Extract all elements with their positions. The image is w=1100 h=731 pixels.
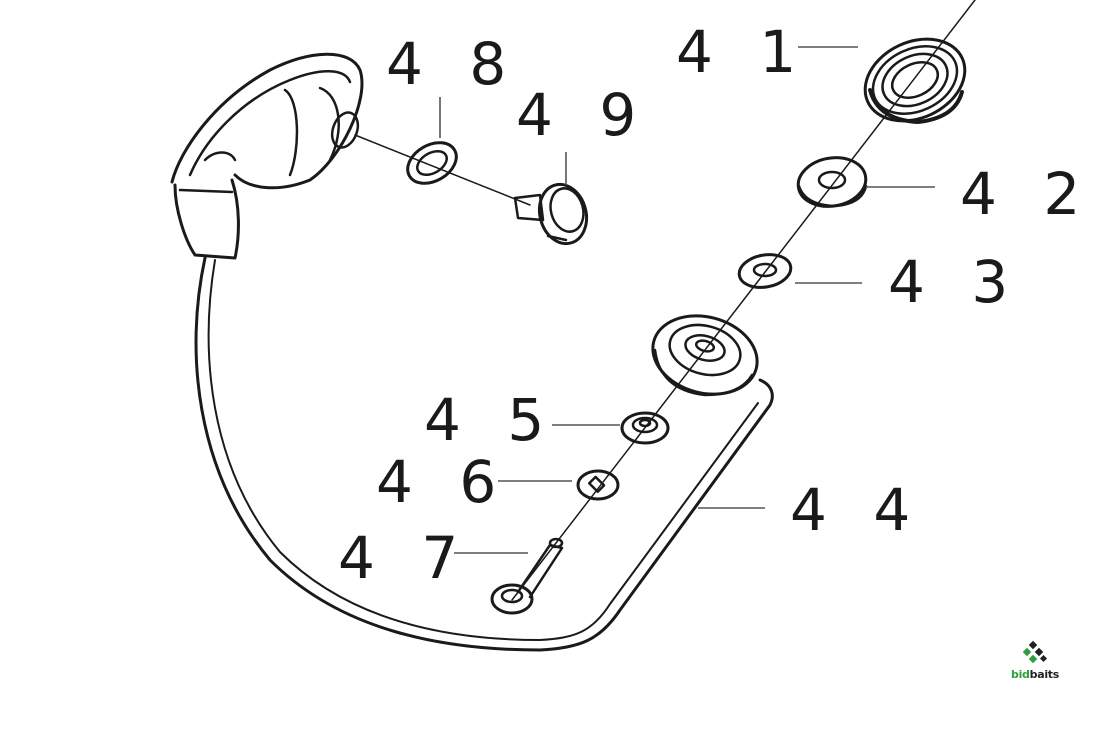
part-44-bail-wire [194,256,774,652]
bidbaits-logo: bidbaits [1010,640,1060,685]
part-45-nut [620,411,670,445]
part-46-washer [576,469,620,501]
part-47-pin [490,537,564,615]
part-42-washer [796,156,868,208]
part-label-48: 4 8 [386,30,520,98]
part-41-collar [863,37,967,124]
part-label-43: 4 3 [888,248,1022,316]
part-label-46: 4 6 [376,448,510,516]
part-48-washer [406,141,458,185]
assembly-axis-line [511,0,976,601]
part-label-41: 4 1 [676,18,810,86]
part-label-42: 4 2 [960,160,1094,228]
part-label-47: 4 7 [338,524,472,592]
bidbaits-logo-text: bidbaits [1011,668,1059,681]
arm-axis-line [354,134,531,206]
part-label-49: 4 9 [516,81,650,149]
bidbaits-logo-icon [1022,640,1048,664]
bail-arm-body [170,52,364,260]
part-label-44: 4 4 [790,476,924,544]
part-43-washer [737,253,793,289]
part-49-screw [513,182,589,246]
part-label-45: 4 5 [424,386,558,454]
